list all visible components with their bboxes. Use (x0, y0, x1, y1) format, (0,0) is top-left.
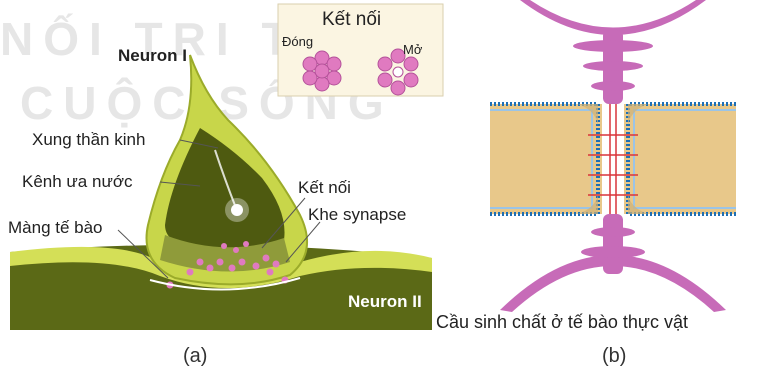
neuron-1-label: Neuron I (118, 46, 187, 66)
endoplasmic-reticulum-top (520, 0, 706, 104)
overlay-closed-label: Đóng (282, 32, 313, 52)
panel-a-neuron-gap-junction: NỐI TRI THỨC CUỘC SỐNG (0, 0, 460, 380)
plasmodesma-label: Cầu sinh chất ở tế bào thực vật (436, 312, 688, 332)
hydrophilic-channel-label: Kênh ưa nước (22, 172, 132, 192)
overlay-title: Kết nối (322, 10, 381, 30)
overlay-open-label: Mở (403, 40, 422, 60)
cell-wall-left (490, 104, 602, 214)
caption-a: (a) (183, 346, 207, 366)
cell-membrane-label: Màng tế bào (8, 218, 103, 238)
panel-b-plasmodesma: Cầu sinh chất ở tế bào thực vật (b) (460, 0, 775, 380)
cell-wall-right (624, 104, 736, 214)
connexon-closed-icon (303, 51, 341, 91)
endoplasmic-reticulum-bottom (500, 214, 726, 312)
neuron-2-label: Neuron II (348, 292, 422, 312)
synaptic-cleft-label: Khe synapse (308, 205, 406, 225)
nerve-impulse-label: Xung thần kinh (32, 130, 145, 150)
plasmodesma-channel (602, 104, 624, 214)
caption-b: (b) (602, 346, 626, 366)
connexon-label: Kết nối (298, 178, 351, 198)
